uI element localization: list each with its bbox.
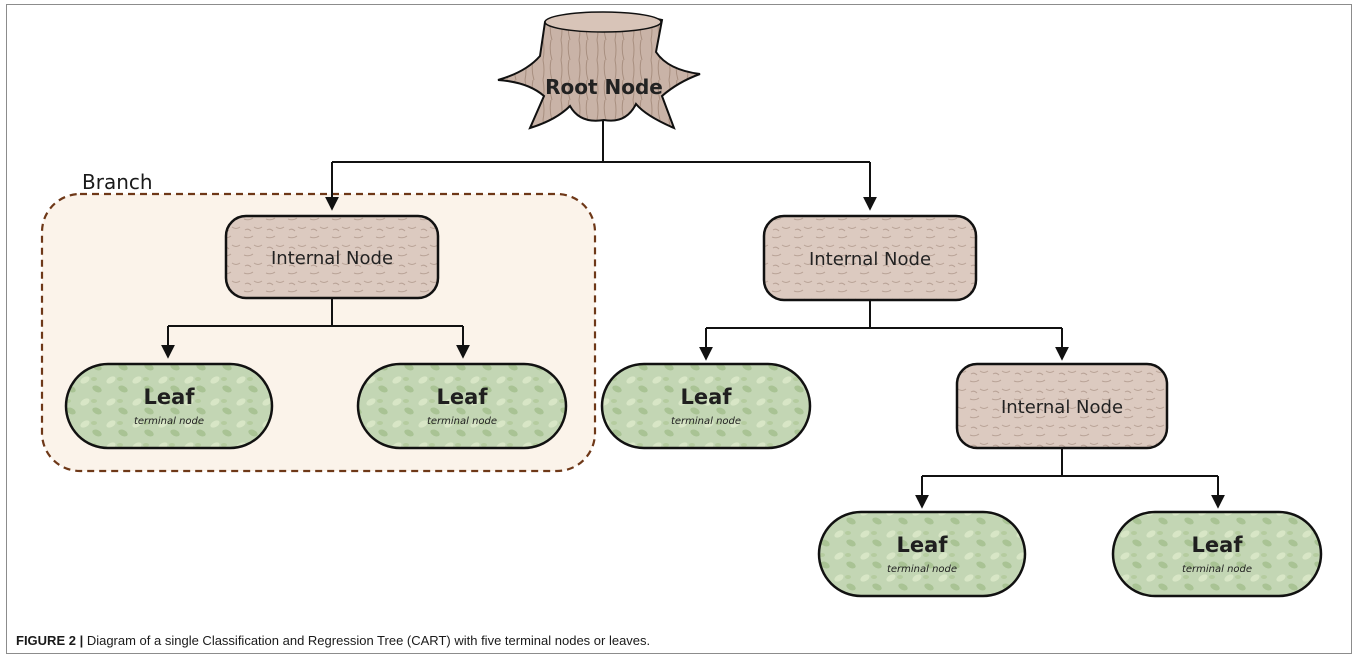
leaf-node-2-label: Leaf (437, 385, 489, 409)
leaf-node-3-sublabel: terminal node (671, 416, 741, 427)
branch-label: Branch (82, 170, 153, 194)
leaf-node-3: Leaf terminal node (600, 362, 812, 450)
internal-node-2: Internal Node (762, 214, 978, 302)
root-node: Root Node (497, 11, 701, 130)
leaf-node-5-label: Leaf (1192, 533, 1244, 557)
leaf-node-5-sublabel: terminal node (1182, 564, 1252, 575)
leaf-node-1-label: Leaf (144, 385, 196, 409)
leaf-node-4-label: Leaf (897, 533, 949, 557)
figure-caption-label: FIGURE 2 | (16, 633, 84, 648)
internal-node-1-connector (161, 298, 470, 359)
leaf-node-2-sublabel: terminal node (427, 416, 497, 427)
figure-caption: FIGURE 2 | Diagram of a single Classific… (16, 633, 650, 648)
leaf-node-2: Leaf terminal node (356, 362, 568, 450)
internal-node-1: Internal Node (224, 214, 440, 300)
leaf-node-5: Leaf terminal node (1111, 510, 1323, 598)
internal-node-3: Internal Node (955, 362, 1169, 450)
leaf-node-1-sublabel: terminal node (134, 416, 204, 427)
leaf-node-1: Leaf terminal node (64, 362, 274, 450)
leaf-node-4: Leaf terminal node (817, 510, 1027, 598)
leaf-node-3-label: Leaf (681, 385, 733, 409)
internal-node-3-label: Internal Node (1001, 397, 1123, 418)
tree-diagram: Branch Root Node Internal Node (40, 11, 1323, 598)
leaf-node-4-sublabel: terminal node (887, 564, 957, 575)
internal-node-2-connector (699, 300, 1069, 361)
internal-node-2-label: Internal Node (809, 249, 931, 270)
tree-stump-shape (497, 12, 701, 130)
stump-top (544, 11, 662, 33)
root-node-label: Root Node (545, 75, 663, 99)
figure-caption-text: Diagram of a single Classification and R… (83, 633, 651, 648)
internal-node-3-connector (915, 448, 1225, 509)
internal-node-1-label: Internal Node (271, 248, 393, 269)
root-connector (325, 118, 877, 211)
